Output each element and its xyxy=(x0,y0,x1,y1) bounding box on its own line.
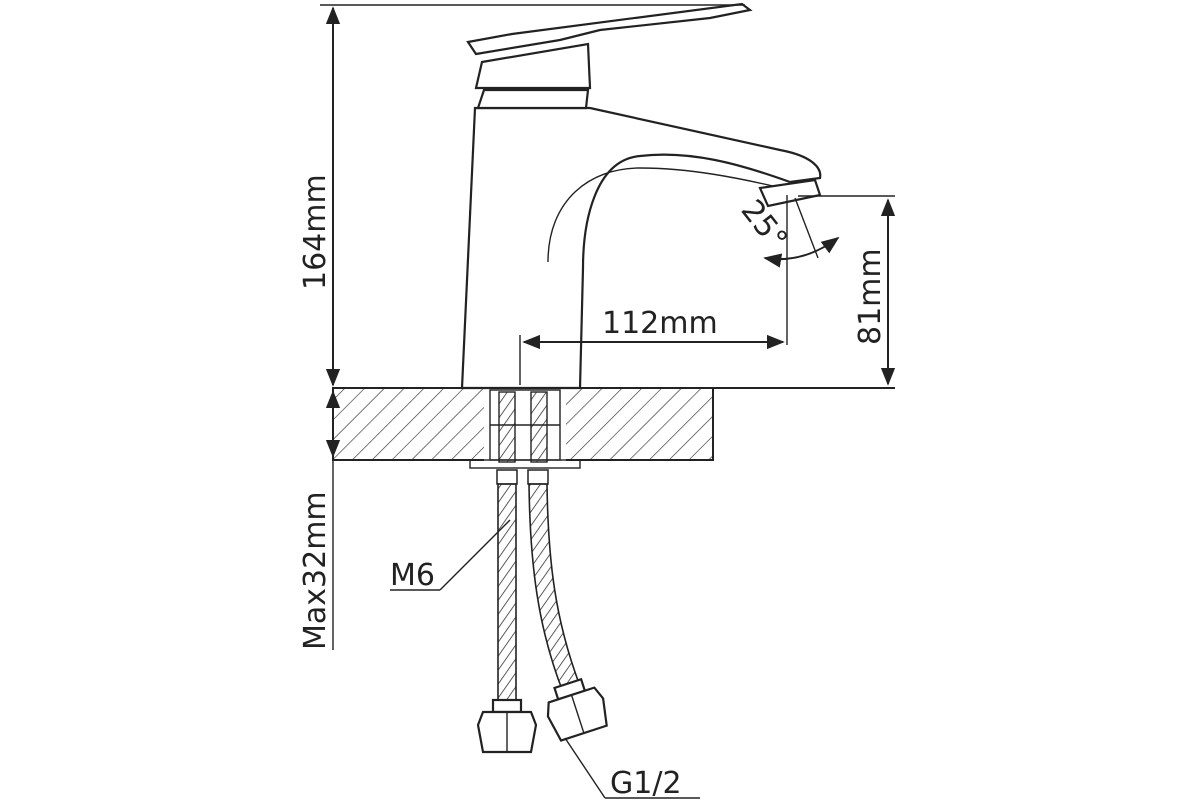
spout-height-label: 81mm xyxy=(853,248,888,345)
dimension-deck-thickness: Max32mm xyxy=(298,390,341,650)
countertop xyxy=(332,387,895,462)
m6-label: M6 xyxy=(390,558,435,593)
hose-nut-left xyxy=(476,698,538,754)
height-total-label: 164mm xyxy=(298,174,333,290)
max-thickness-label: Max32mm xyxy=(298,491,333,650)
dimension-height-total: 164mm xyxy=(298,4,745,387)
flexible-hoses xyxy=(496,469,582,701)
faucet-body xyxy=(460,106,822,390)
callout-g12: G1/2 xyxy=(564,737,700,800)
dimension-spout-height: 81mm xyxy=(798,195,896,386)
callout-m6: M6 xyxy=(390,519,511,593)
hose-nut-right xyxy=(546,677,608,742)
faucet-handle xyxy=(466,2,753,110)
spout-reach-label: 112mm xyxy=(602,306,718,341)
mounting-assembly xyxy=(469,389,581,469)
aerator xyxy=(758,178,822,208)
dimension-spout-reach: 112mm xyxy=(519,195,788,385)
g12-label: G1/2 xyxy=(610,766,682,800)
